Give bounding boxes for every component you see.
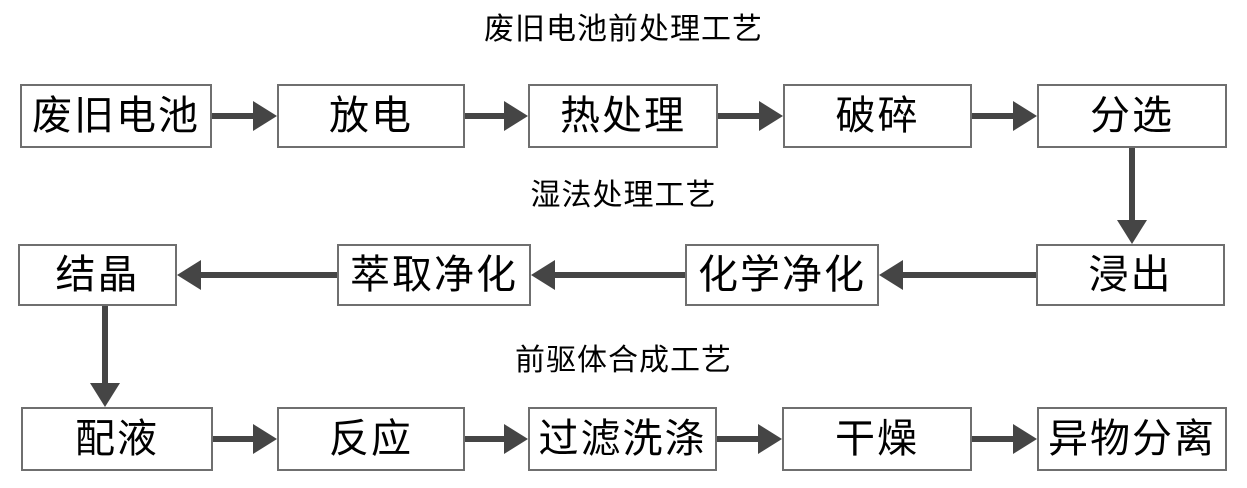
arrow-leaching-to-chemical-purification (879, 260, 1036, 290)
arrow-solution-preparation-to-reaction (213, 424, 277, 454)
node-waste-batteries: 废旧电池 (20, 84, 212, 148)
arrow-heat-treatment-to-crushing (718, 101, 783, 131)
arrow-waste-batteries-to-discharge (212, 101, 277, 131)
section-title-pretreatment: 废旧电池前处理工艺 (484, 12, 763, 47)
node-extraction-purification: 萃取净化 (337, 244, 531, 306)
arrow-drying-to-foreign-matter-separation (972, 424, 1037, 454)
node-leaching: 浸出 (1036, 244, 1225, 306)
arrow-extraction-purification-to-crystallization (177, 260, 337, 290)
arrow-crushing-to-sorting (972, 101, 1037, 131)
node-drying: 干燥 (782, 407, 972, 471)
node-reaction: 反应 (277, 407, 465, 471)
arrow-crystallization-to-solution-preparation (90, 306, 120, 407)
arrow-chemical-purification-to-extraction-purification (531, 260, 685, 290)
arrow-reaction-to-filtration-washing (465, 424, 528, 454)
node-discharge: 放电 (277, 84, 465, 148)
node-chemical-purification: 化学净化 (685, 244, 879, 306)
arrow-discharge-to-heat-treatment (465, 101, 528, 131)
section-title-hydrometallurgy: 湿法处理工艺 (530, 178, 717, 213)
node-crushing: 破碎 (783, 84, 972, 148)
section-title-precursor-synthesis: 前驱体合成工艺 (515, 343, 732, 378)
node-foreign-matter-separation: 异物分离 (1037, 407, 1227, 471)
node-crystallization: 结晶 (18, 244, 177, 306)
node-sorting: 分选 (1037, 84, 1227, 148)
node-solution-preparation: 配液 (21, 407, 213, 471)
arrow-filtration-washing-to-drying (717, 424, 782, 454)
node-heat-treatment: 热处理 (528, 84, 718, 148)
node-filtration-washing: 过滤洗涤 (528, 407, 717, 471)
arrow-sorting-to-leaching (1117, 148, 1147, 244)
